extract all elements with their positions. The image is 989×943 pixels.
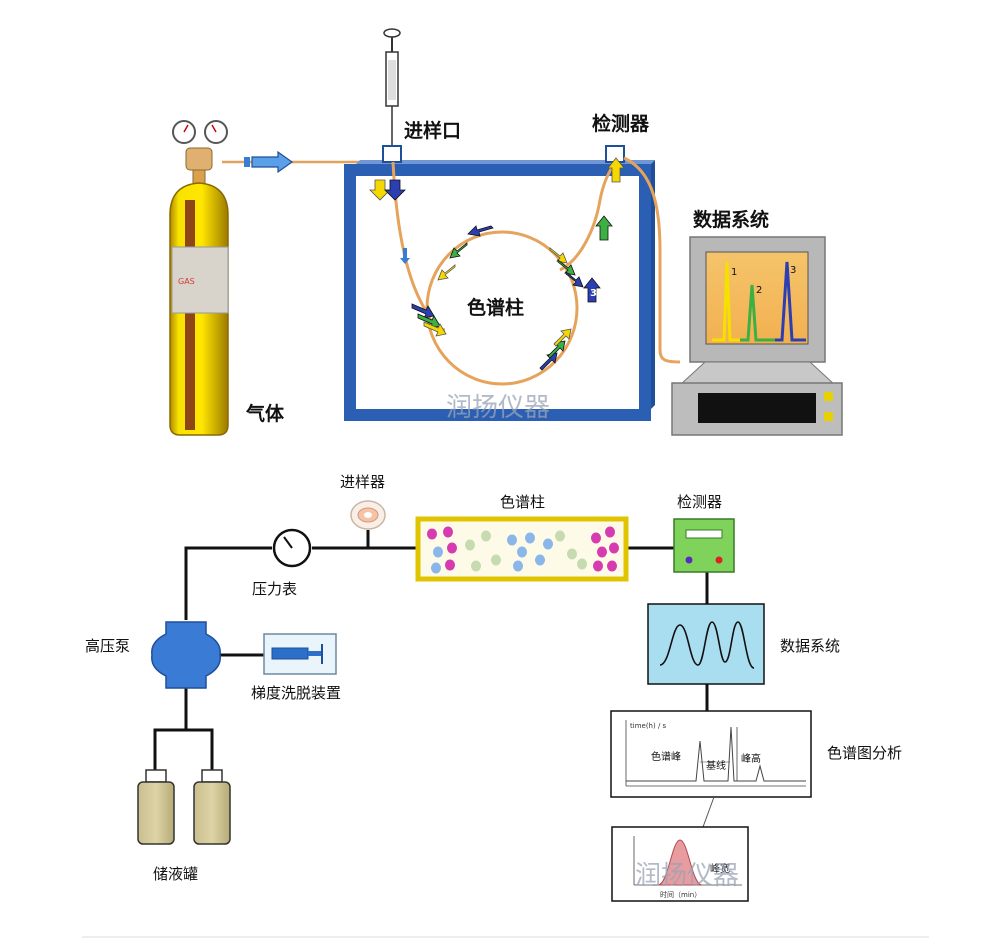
column-particle xyxy=(513,560,523,572)
peak-1 xyxy=(712,261,740,342)
inset-x-label: 时间（min） xyxy=(660,890,701,899)
detector-label: 检测器 xyxy=(592,112,650,135)
chromatogram-axis-unit: time(h) / s xyxy=(630,722,667,730)
column-particle xyxy=(605,526,615,538)
column-particle xyxy=(577,558,587,570)
gas-cylinder: GAS xyxy=(169,120,229,436)
data-system-panel xyxy=(647,603,765,685)
injector-label: 进样口 xyxy=(404,119,461,142)
column-particle xyxy=(431,562,441,574)
column-particle xyxy=(591,532,601,544)
column-particle xyxy=(427,528,437,540)
sampler-label: 进样器 xyxy=(340,473,385,491)
gradient-label: 梯度洗脱装置 xyxy=(251,684,341,702)
peak-number-2: 2 xyxy=(756,285,762,296)
cylinder-tag: GAS xyxy=(178,277,195,286)
column-oven xyxy=(344,160,655,421)
column-particle xyxy=(443,526,453,538)
hplc-detector-label: 检测器 xyxy=(677,493,722,511)
column-particle xyxy=(607,560,617,572)
flow-arrow-icon xyxy=(244,150,294,174)
column-particle xyxy=(593,560,603,572)
hplc-detector xyxy=(673,518,735,573)
chromatogram-peak-height-label: 峰高 xyxy=(741,752,761,765)
hplc-column-label: 色谱柱 xyxy=(500,493,545,511)
hplc-lines xyxy=(153,530,709,770)
peak-2 xyxy=(740,284,775,342)
column-particle xyxy=(471,560,481,572)
pressure-gauge-icon xyxy=(272,528,312,568)
arrow-number: 3 xyxy=(590,288,597,299)
hplc-data-system-label: 数据系统 xyxy=(780,637,840,655)
column-particle xyxy=(491,554,501,566)
inset-peak-width-label: 峰宽 xyxy=(710,862,730,875)
column-coil xyxy=(391,156,681,386)
gradient-elution-device xyxy=(263,633,337,675)
injector-port xyxy=(382,145,402,163)
watermark-top: 润扬仪器 xyxy=(446,393,550,423)
pump-label: 高压泵 xyxy=(85,637,130,655)
chromatogram-label: 色谱图分析 xyxy=(827,744,902,762)
data-system-label: 数据系统 xyxy=(693,208,769,231)
gas-label: 气体 xyxy=(245,402,285,425)
column-particle xyxy=(597,546,607,558)
chromatogram: time(h) / s 色谱峰 基线 峰高 xyxy=(610,710,812,798)
column-particle xyxy=(433,546,443,558)
pressure-gauge-label: 压力表 xyxy=(252,580,297,598)
syringe-icon xyxy=(383,28,401,150)
column-particle xyxy=(567,548,577,560)
column-particle xyxy=(609,542,619,554)
column-particle xyxy=(465,539,475,551)
column-particle xyxy=(535,554,545,566)
high-pressure-pump xyxy=(151,621,221,689)
peak-3 xyxy=(775,261,806,342)
column-particle xyxy=(555,530,565,542)
sampler-icon xyxy=(350,500,386,530)
column-particle xyxy=(447,542,457,554)
column-particle xyxy=(517,546,527,558)
column-particle xyxy=(481,530,491,542)
chromatogram-baseline-label: 基线 xyxy=(706,759,726,772)
band-arrows xyxy=(369,157,625,371)
hplc-column xyxy=(415,516,629,582)
inset-peak-plot: 时间（min） 峰宽 xyxy=(611,826,749,902)
reservoir-left xyxy=(137,769,175,845)
column-particle xyxy=(507,534,517,546)
column-particle xyxy=(543,538,553,550)
zoom-pointer xyxy=(702,796,715,828)
column-label: 色谱柱 xyxy=(467,296,524,319)
column-particle xyxy=(445,559,455,571)
reservoir-label: 储液罐 xyxy=(153,865,198,883)
peak-number-1: 1 xyxy=(731,267,737,278)
column-particle xyxy=(525,532,535,544)
chromatogram-peak-label: 色谱峰 xyxy=(651,750,681,763)
computer: 1 2 3 xyxy=(671,236,843,436)
peak-number-3: 3 xyxy=(790,265,796,276)
reservoir-right xyxy=(193,769,231,845)
watermark-bottom: 润扬仪器 xyxy=(635,861,739,891)
